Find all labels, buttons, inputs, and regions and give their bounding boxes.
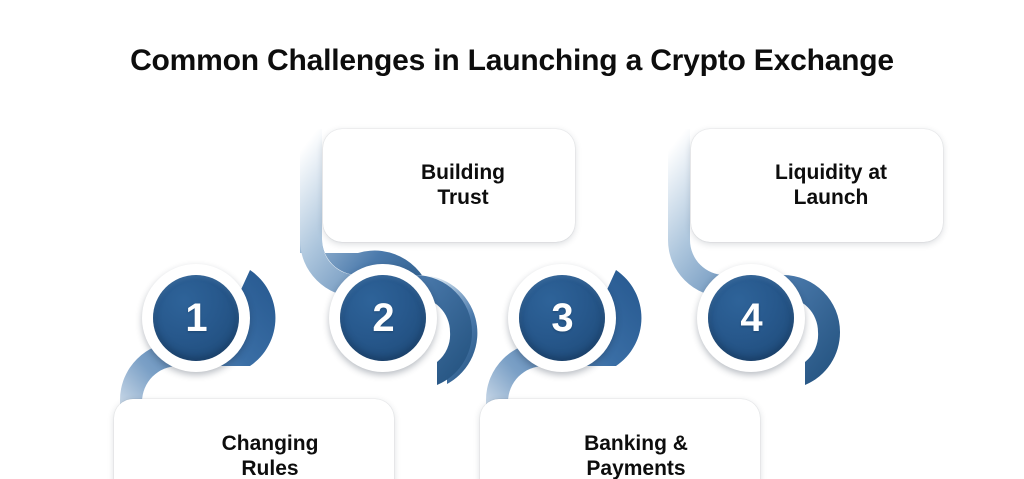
step-card-label-3: Banking & Payments	[570, 432, 702, 479]
step-badge-inner-4: 4	[708, 275, 794, 361]
step-card-label-3-line2: Payments	[586, 457, 686, 479]
step-card-label-3-line1: Banking &	[584, 432, 688, 456]
step-badge-4[interactable]: 4	[697, 264, 805, 372]
page-title: Common Challenges in Launching a Crypto …	[130, 44, 894, 77]
step-card-label-4: Liquidity at Launch	[761, 161, 901, 211]
step-card-3[interactable]: Banking & Payments	[480, 399, 760, 479]
step-number-2: 2	[372, 296, 394, 340]
step-badge-1[interactable]: 1	[142, 264, 250, 372]
step-card-label-2-line2: Trust	[437, 185, 489, 209]
step-group-3: 3 Banking & Payments	[466, 0, 786, 479]
step-card-2[interactable]: Building Trust	[323, 129, 575, 242]
step-number-4: 4	[740, 296, 762, 340]
step-card-label-2: Building Trust	[407, 161, 519, 211]
step-number-3: 3	[551, 296, 573, 340]
step-card-label-1: Changing Rules	[208, 432, 333, 479]
step-badge-inner-2: 2	[340, 275, 426, 361]
step-badge-2[interactable]: 2	[329, 264, 437, 372]
step-card-1[interactable]: Changing Rules	[114, 399, 394, 479]
step-badge-inner-3: 3	[519, 275, 605, 361]
step-group-1: 1 Changing Rules	[100, 0, 420, 479]
step-number-1: 1	[185, 296, 207, 340]
step-card-label-1-line2: Rules	[241, 457, 299, 479]
step-card-label-1-line1: Changing	[221, 432, 319, 456]
step-card-label-4-line1: Liquidity at	[775, 160, 887, 184]
step-card-label-2-line1: Building	[421, 160, 505, 184]
step-badge-3[interactable]: 3	[508, 264, 616, 372]
step-card-4[interactable]: Liquidity at Launch	[691, 129, 943, 242]
step-group-4: 4 Liquidity at Launch	[655, 0, 975, 479]
step-badge-inner-1: 1	[153, 275, 239, 361]
step-card-label-4-line2: Launch	[793, 185, 869, 209]
